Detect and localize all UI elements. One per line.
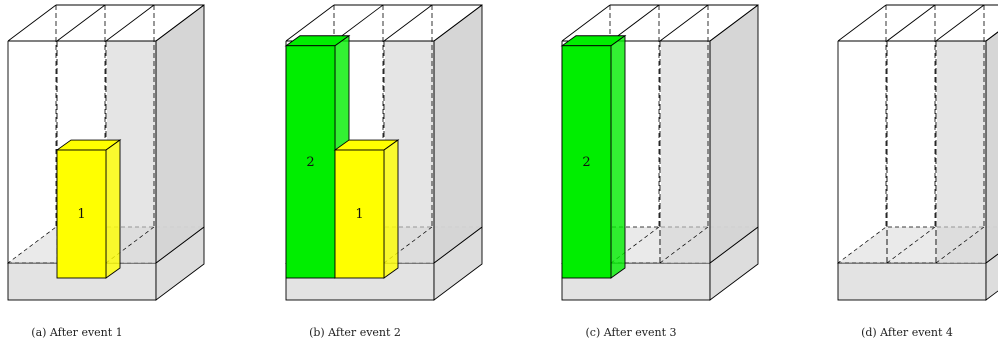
top-divider: [56, 4, 106, 42]
panel-caption: (c) After event 3: [586, 326, 677, 339]
block-2: 2: [560, 34, 627, 279]
top-divider: [7, 4, 57, 42]
top-divider: [709, 4, 759, 42]
top-divider: [334, 4, 384, 42]
base-front-face: [837, 262, 987, 301]
top-divider: [610, 4, 660, 42]
container-right-face: [433, 4, 483, 264]
block-1: 1: [333, 139, 400, 279]
top-divider: [433, 4, 483, 42]
block-front-face: [561, 45, 612, 279]
block-label: 1: [355, 207, 363, 222]
floor-slot-line: [659, 226, 709, 264]
block-label: 1: [77, 207, 85, 222]
container-side-wall: [937, 32, 998, 263]
panel-caption: (d) After event 4: [861, 326, 953, 339]
block-front-face: [56, 149, 107, 279]
block-label: 2: [582, 155, 590, 170]
top-divider: [561, 4, 611, 42]
top-divider: [105, 4, 155, 42]
container-right-face: [985, 31, 998, 264]
container-right-face: [709, 4, 759, 264]
block-side-face: [383, 139, 399, 279]
top-divider: [886, 4, 936, 42]
panel-c: 2 (c) After event 3: [560, 4, 760, 339]
block-side-face: [105, 139, 121, 279]
block-front-face: [334, 149, 385, 279]
block-label: 2: [306, 155, 314, 170]
panel-d: (d) After event 4: [836, 4, 998, 339]
top-divider: [985, 31, 998, 42]
panel-caption: (a) After event 1: [31, 326, 122, 339]
base-right-face: [985, 253, 998, 301]
floor-slot-line: [935, 226, 985, 264]
block-1: 1: [55, 139, 122, 279]
panel-caption: (b) After event 2: [309, 326, 401, 339]
block-front-face: [285, 45, 336, 279]
top-divider: [659, 4, 709, 42]
top-divider: [285, 4, 335, 42]
top-divider: [935, 4, 985, 42]
top-divider: [837, 4, 887, 42]
panel-b: 2 1 (b) After event 2: [284, 4, 484, 339]
top-divider: [383, 4, 433, 42]
panel-a: 1 (a) After event 1: [6, 4, 206, 339]
top-divider: [155, 4, 205, 42]
container-right-face: [155, 4, 205, 264]
floor-slot-line: [886, 226, 936, 264]
block-side-face: [610, 34, 626, 279]
